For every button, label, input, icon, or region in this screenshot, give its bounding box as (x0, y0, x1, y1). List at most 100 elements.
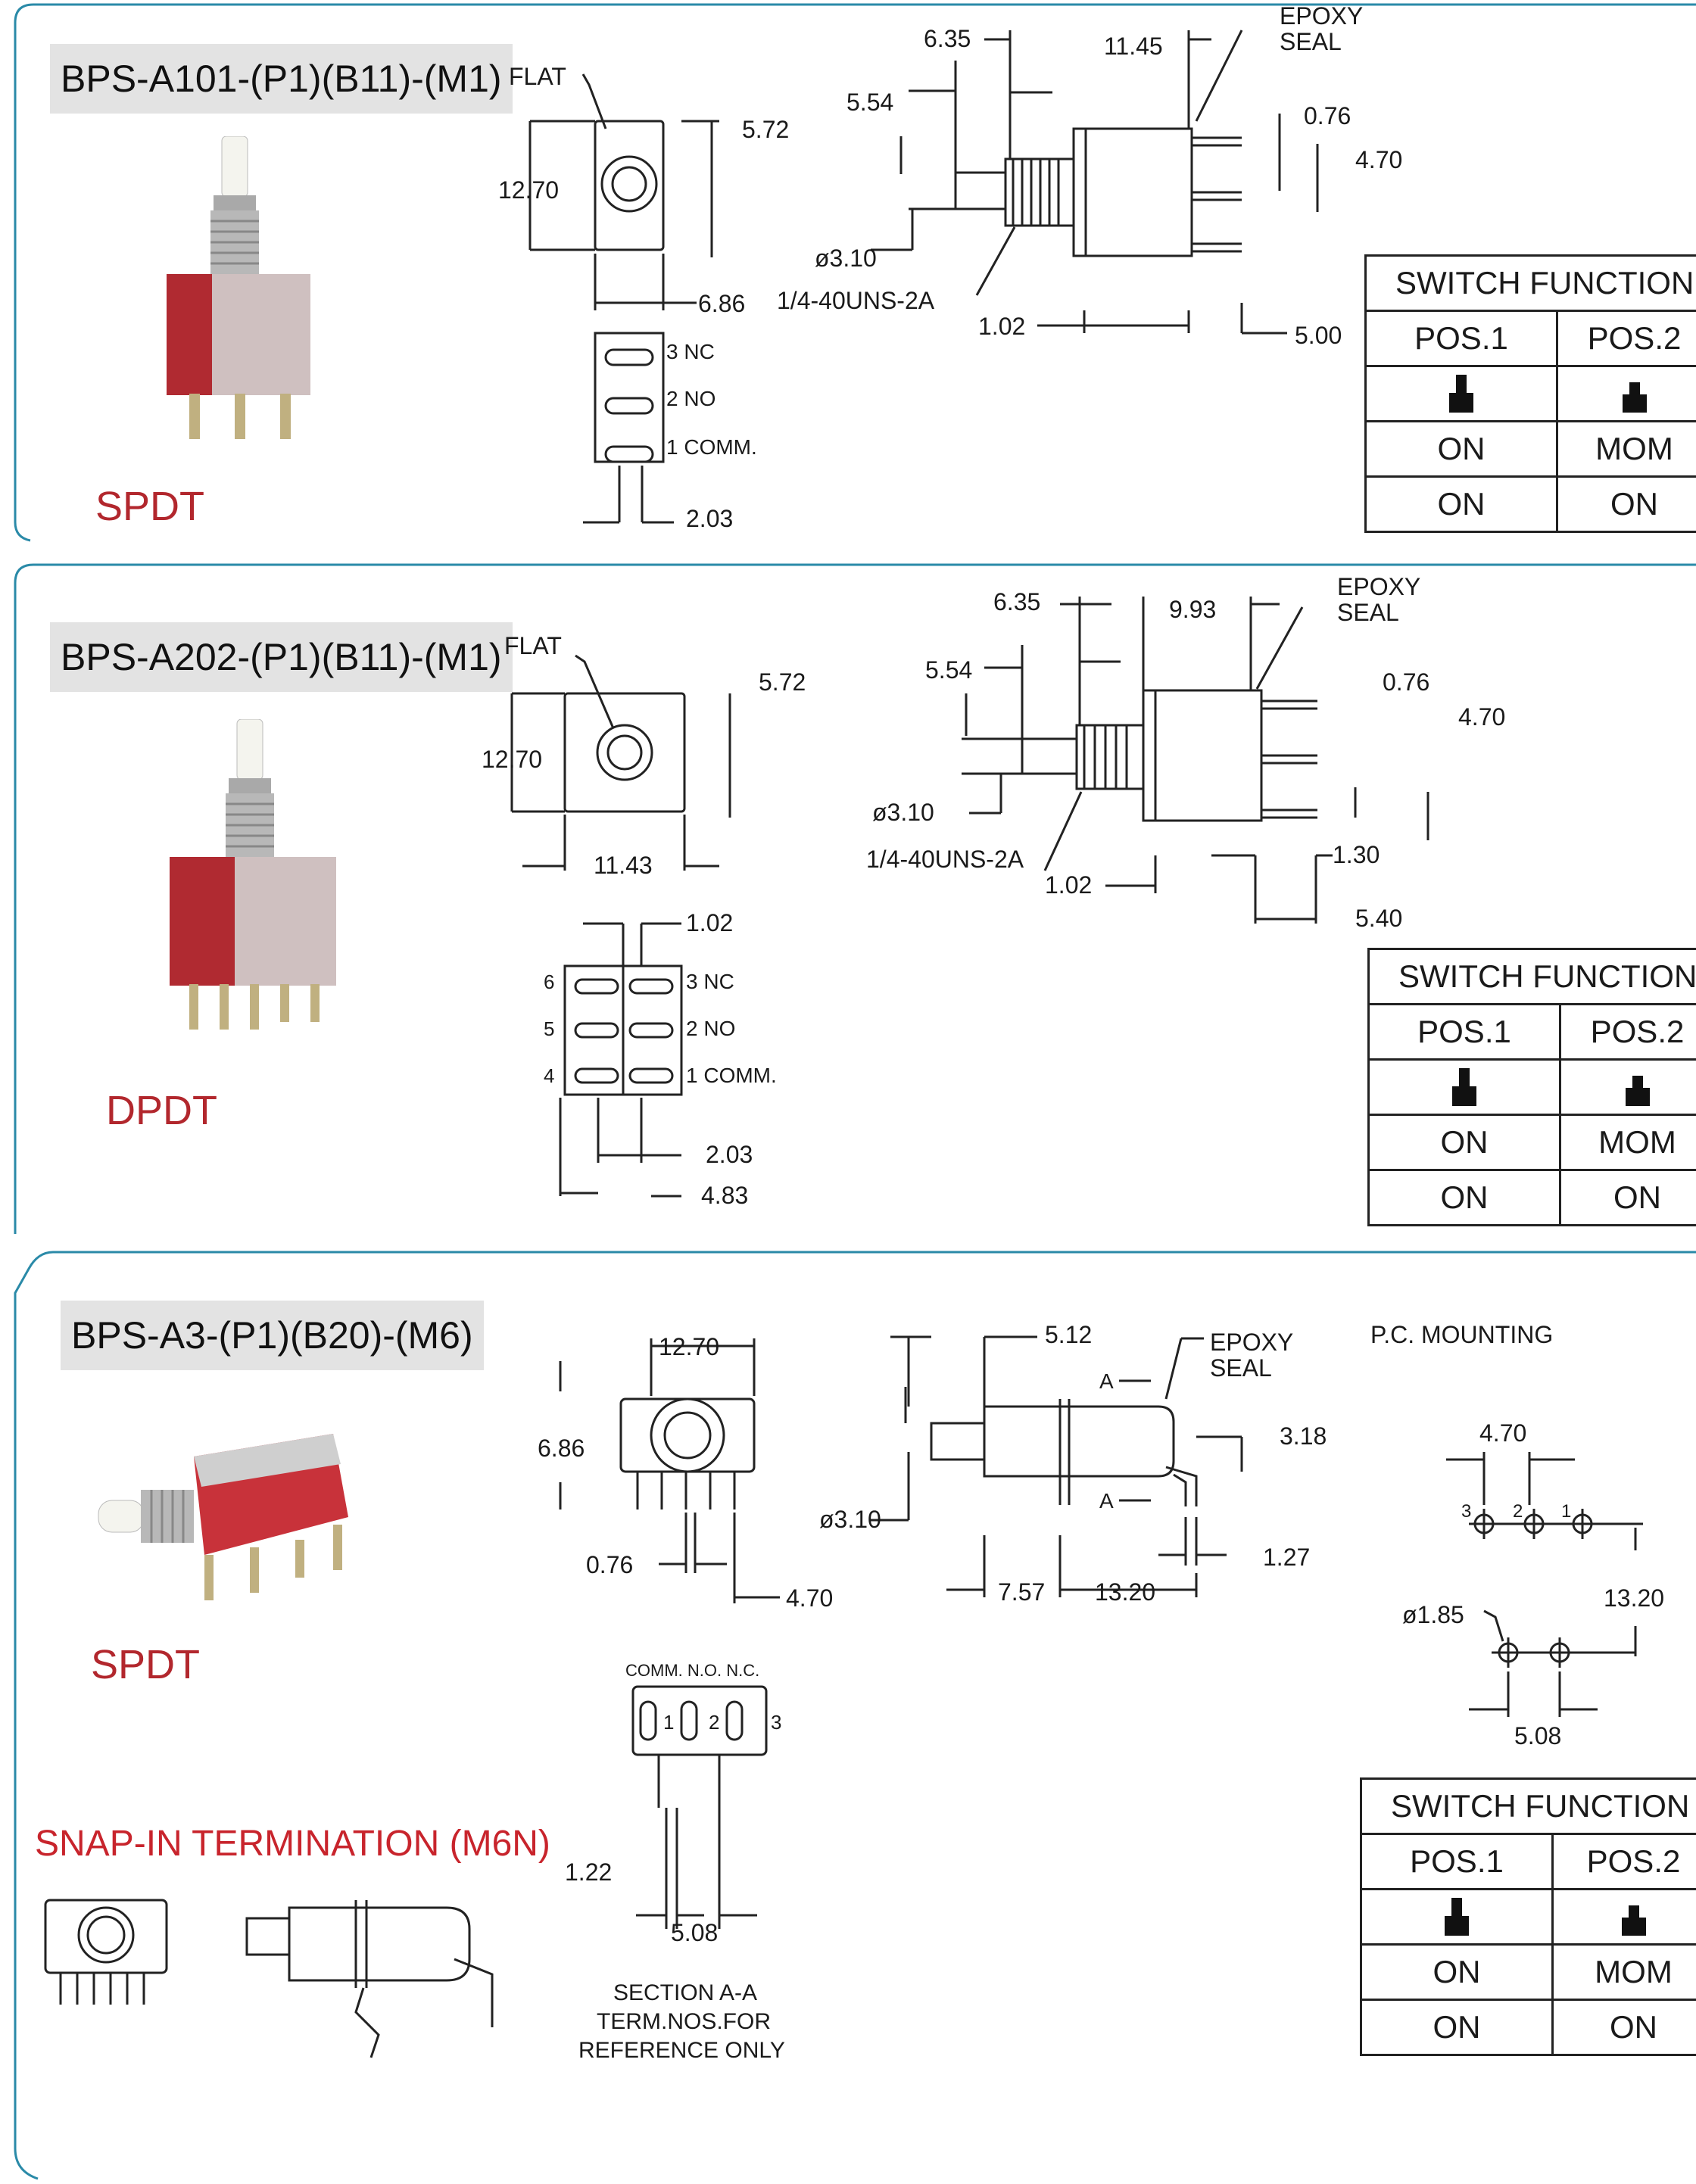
pos2-header: POS.2 (1559, 1003, 1696, 1061)
pushbutton-icon (1364, 365, 1558, 422)
dim-2-03: 2.03 (686, 505, 733, 532)
term-label: 2 NO (686, 1017, 735, 1040)
term-number: 2 (709, 1711, 719, 1734)
pc-dim-4-70: 4.70 (1479, 1419, 1526, 1447)
pc-pin-number: 1 (1561, 1501, 1571, 1522)
dimension-drawing: FLAT 5.72 12.70 11.43 1.02 6 5 4 3 NC 2 … (482, 573, 1505, 1209)
pin-number: 6 (544, 970, 554, 993)
dim-11-43: 11.43 (594, 852, 653, 879)
dim-1-02: 1.02 (978, 313, 1025, 340)
dim-7-57: 7.57 (998, 1578, 1045, 1606)
section-marker: A (1099, 1369, 1114, 1393)
dimension-drawing: FLAT 5.72 12.70 6.86 3 NC 2 NO 1 COMM. 2… (498, 2, 1402, 532)
section-3-frame (14, 1251, 1696, 2180)
epoxy-label: SEAL (1210, 1354, 1272, 1382)
table-header: SWITCH FUNCTION (1364, 254, 1696, 312)
term-number: 1 (663, 1711, 674, 1734)
pushbutton-icon (1367, 1058, 1561, 1116)
term-label: 2 NO (666, 387, 716, 410)
dim-5-12: 5.12 (1045, 1321, 1092, 1348)
dim-4-83: 4.83 (701, 1182, 748, 1209)
dim-1-02: 1.02 (1045, 871, 1092, 899)
table-cell: ON (1551, 1999, 1696, 2056)
pos1-header: POS.1 (1364, 310, 1558, 367)
switch-type: DPDT (106, 1088, 217, 1133)
dim-3-18: 3.18 (1280, 1422, 1327, 1450)
dim-5-40: 5.40 (1355, 905, 1402, 932)
term-label: 1 COMM. (686, 1064, 777, 1087)
part-number: BPS-A101-(P1)(B11)-(M1) (50, 44, 513, 114)
part-number: BPS-A3-(P1)(B20)-(M6) (61, 1301, 484, 1370)
table-header: SWITCH FUNCTION (1367, 948, 1696, 1005)
section-1-frame (14, 3, 1696, 542)
pos1-header: POS.1 (1360, 1833, 1554, 1890)
term-number: 3 (771, 1711, 781, 1734)
flat-label: FLAT (504, 632, 562, 659)
table-cell: MOM (1551, 1943, 1696, 2001)
dim-0-76: 0.76 (1304, 102, 1351, 129)
dim-12-70: 12.70 (498, 176, 559, 204)
part-number: BPS-A202-(P1)(B11)-(M1) (50, 622, 513, 692)
section-note: TERM.NOS.FOR (597, 2009, 771, 2034)
thread-spec: 1/4-40UNS-2A (866, 846, 1024, 873)
dim-6-86: 6.86 (698, 290, 745, 317)
dim-4-70: 4.70 (1355, 146, 1402, 173)
switch-type: SPDT (95, 484, 205, 529)
epoxy-label: EPOXY (1280, 2, 1363, 30)
pushbutton-icon (1556, 365, 1696, 422)
dim-6-35: 6.35 (993, 588, 1040, 615)
section-note: REFERENCE ONLY (578, 2038, 785, 2063)
dim-dia-3-10: ø3.10 (872, 799, 934, 826)
pos2-header: POS.2 (1556, 310, 1696, 367)
thread-spec: 1/4-40UNS-2A (777, 287, 935, 314)
term-label: 3 NC (686, 970, 734, 993)
dim-dia-3-10: ø3.10 (815, 245, 877, 272)
pin-number: 5 (544, 1017, 554, 1040)
table-cell: MOM (1556, 420, 1696, 478)
dim-0-76: 0.76 (586, 1551, 633, 1578)
table-cell: ON (1360, 1999, 1554, 2056)
dim-5-08: 5.08 (671, 1919, 718, 1946)
switch-type: SPDT (91, 1642, 201, 1687)
section-note: SECTION A-A (613, 1980, 757, 2005)
pin-number: 4 (544, 1064, 554, 1087)
epoxy-label: SEAL (1337, 599, 1399, 626)
snap-in-title: SNAP-IN TERMINATION (M6N) (35, 1824, 550, 1864)
dim-4-70: 4.70 (786, 1584, 833, 1612)
pos1-header: POS.1 (1367, 1003, 1561, 1061)
section-3: BPS-A3-(P1)(B20)-(M6) SPDT SNAP-IN TERMI… (0, 1248, 1696, 2184)
pushbutton-icon (1551, 1888, 1696, 1946)
dim-12-70: 12.70 (659, 1333, 719, 1360)
dim-dia-3-10: ø3.10 (819, 1506, 881, 1533)
section-marker: A (1099, 1489, 1114, 1513)
dim-1-27: 1.27 (1263, 1544, 1310, 1571)
table-cell: ON (1556, 475, 1696, 533)
pc-dim-5-08: 5.08 (1514, 1722, 1561, 1749)
dim-4-70: 4.70 (1458, 703, 1505, 731)
dim-5-54: 5.54 (925, 656, 972, 684)
dim-9-93: 9.93 (1169, 596, 1216, 623)
section-1: BPS-A101-(P1)(B11)-(M1) SPDT (0, 0, 1696, 545)
dim-1-30: 1.30 (1333, 841, 1380, 868)
table-cell: ON (1360, 1943, 1554, 2001)
dim-2-03: 2.03 (706, 1141, 753, 1168)
pos2-header: POS.2 (1551, 1833, 1696, 1890)
dim-6-35: 6.35 (924, 25, 971, 52)
term-label: 3 NC (666, 340, 715, 363)
pushbutton-icon (1559, 1058, 1696, 1116)
table-cell: ON (1367, 1169, 1561, 1226)
flat-label: FLAT (509, 63, 566, 90)
epoxy-label: EPOXY (1337, 573, 1420, 600)
dim-0-76: 0.76 (1383, 668, 1429, 696)
dim-6-86: 6.86 (538, 1435, 585, 1462)
switch-photo (98, 1434, 348, 1600)
section-2-frame (14, 563, 1696, 1234)
pc-mounting-label: P.C. MOUNTING (1370, 1321, 1553, 1348)
table-cell: ON (1559, 1169, 1696, 1226)
table-cell: ON (1364, 420, 1558, 478)
dim-5-72: 5.72 (742, 116, 789, 143)
switch-photo (170, 719, 336, 1030)
pc-pin-number: 2 (1513, 1501, 1523, 1522)
